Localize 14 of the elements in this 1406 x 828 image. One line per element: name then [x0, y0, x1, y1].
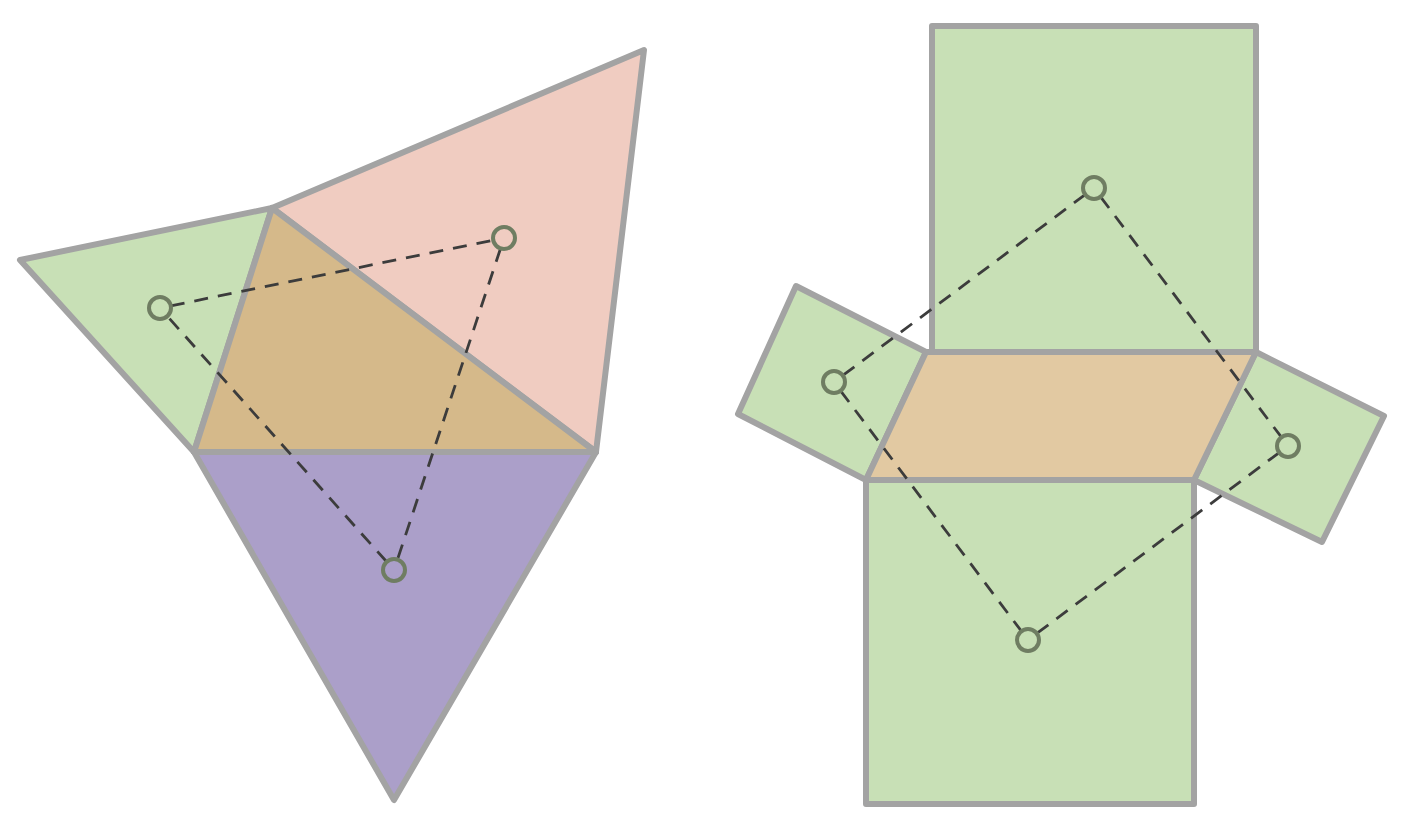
circle-marker [147, 295, 173, 321]
circle-marker [1081, 175, 1107, 201]
dashed-connector [839, 389, 1023, 633]
dashed-connector [842, 193, 1086, 377]
circle-marker [821, 369, 847, 395]
dashed-connector [396, 248, 502, 560]
circle-marker [1015, 627, 1041, 653]
circle-marker [381, 557, 407, 583]
dashed-connector [1036, 451, 1280, 635]
dashed-connector [1099, 195, 1283, 439]
dashed-connector [166, 315, 388, 563]
circle-marker [1275, 433, 1301, 459]
dashed-connector [170, 238, 494, 308]
circle-marker [491, 225, 517, 251]
